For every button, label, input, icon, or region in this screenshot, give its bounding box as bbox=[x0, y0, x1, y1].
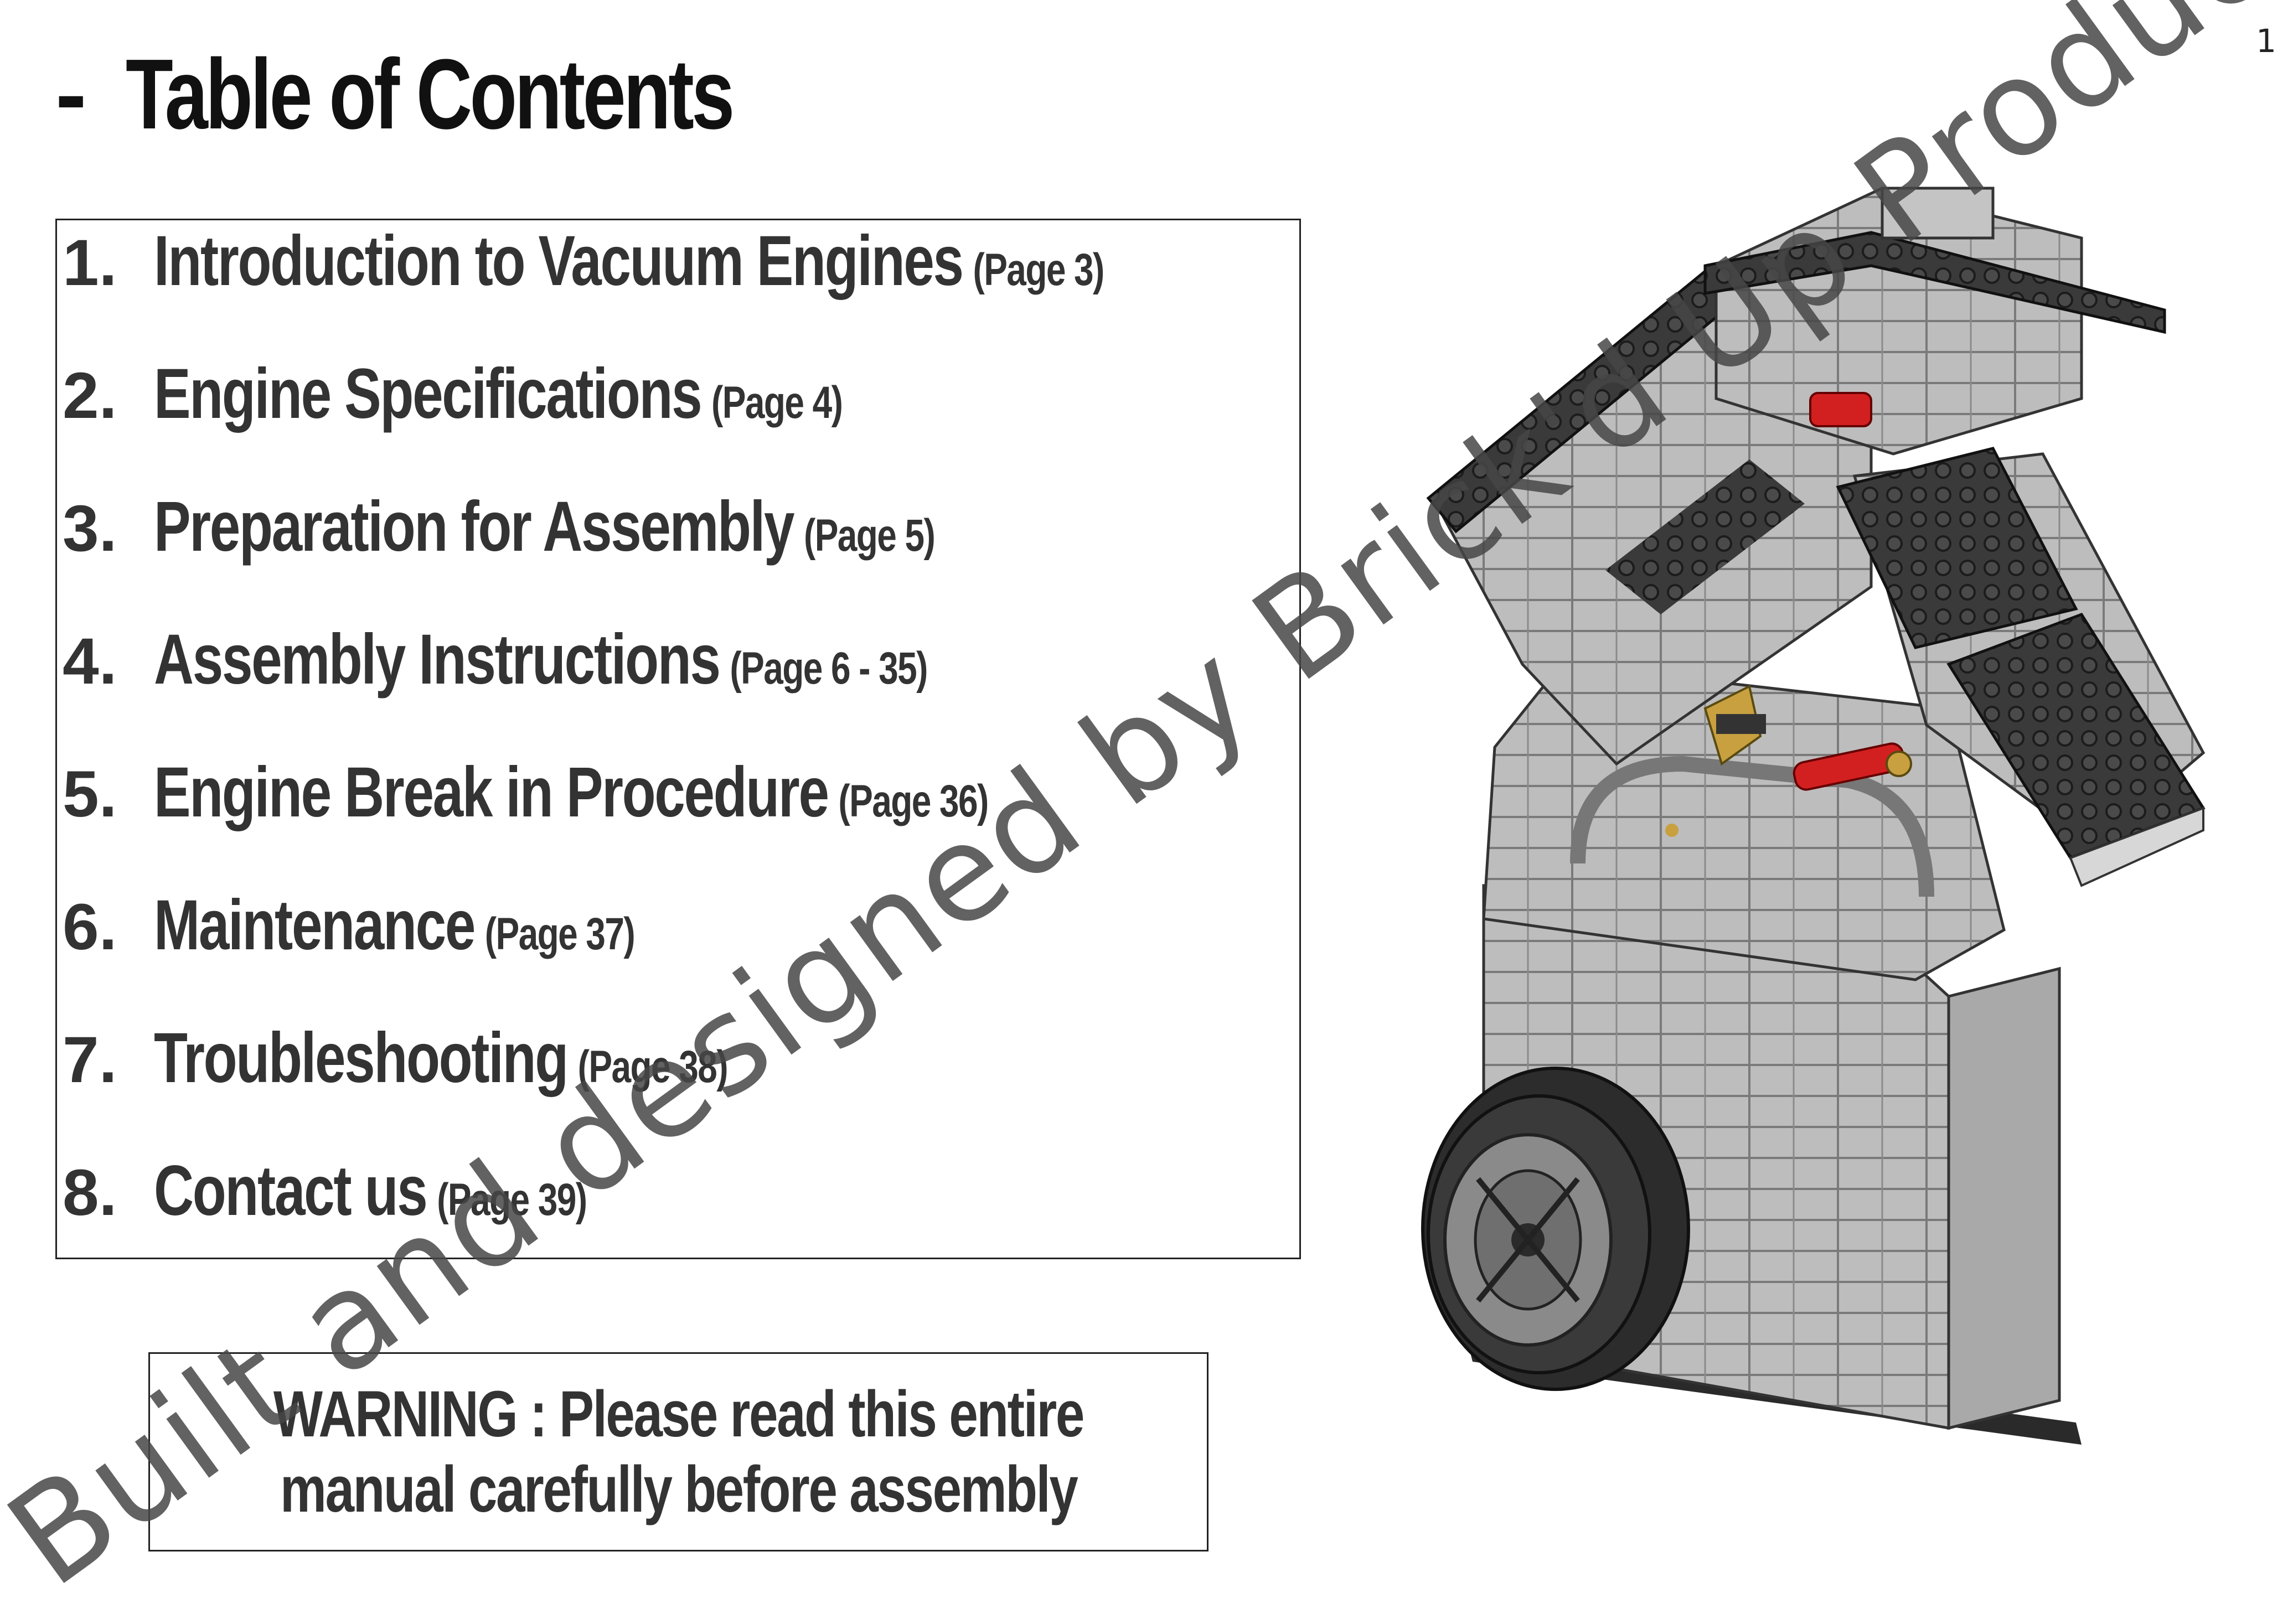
toc-item[interactable]: 6. Maintenance(Page 37) bbox=[63, 885, 1502, 995]
toc-item-page: (Page 4) bbox=[711, 377, 843, 428]
toc-item[interactable]: 2. Engine Specifications(Page 4) bbox=[63, 353, 1502, 464]
toc-item-number: 5. bbox=[63, 758, 117, 831]
toc-item-number: 2. bbox=[63, 359, 117, 432]
page-heading: - Table of Contents bbox=[55, 33, 903, 155]
toc-item-number: 4. bbox=[63, 625, 117, 698]
toc-item-number: 7. bbox=[63, 1023, 117, 1097]
warning-line-2: manual carefully before assembly bbox=[280, 1453, 1078, 1526]
toc-item-title: Engine Break in Procedure bbox=[154, 753, 829, 832]
toc-item-number: 6. bbox=[63, 891, 117, 964]
toc-item-title: Maintenance bbox=[154, 886, 476, 965]
toc-item-title: Engine Specifications bbox=[154, 354, 703, 433]
toc-item-page: (Page 3) bbox=[973, 245, 1104, 295]
toc-item-number: 3. bbox=[63, 492, 117, 565]
toc-item-page: (Page 37) bbox=[484, 909, 636, 959]
engine-illustration bbox=[1421, 187, 2206, 1445]
warning-box: WARNING : Please read this entire manual… bbox=[148, 1352, 1209, 1551]
warning-line-1: WARNING : Please read this entire bbox=[273, 1378, 1084, 1451]
page-title: Table of Contents bbox=[125, 38, 735, 150]
engine-block-side bbox=[1947, 966, 2061, 1430]
toc-item[interactable]: 4. Assembly Instructions(Page 6 - 35) bbox=[63, 619, 1502, 730]
toc-item-title: Introduction to Vacuum Engines bbox=[154, 221, 964, 301]
toc-item-page: (Page 6 - 35) bbox=[730, 643, 928, 694]
toc-item[interactable]: 5. Engine Break in Procedure(Page 36) bbox=[63, 752, 1502, 862]
toc-item-title: Assembly Instructions bbox=[154, 620, 721, 699]
toc-item-title: Troubleshooting bbox=[154, 1018, 569, 1098]
toc-item-page: (Page 36) bbox=[838, 776, 989, 826]
toc-item[interactable]: 1. Introduction to Vacuum Engines(Page 3… bbox=[63, 220, 1502, 331]
page-number: 1 bbox=[2256, 22, 2276, 60]
toc-item-number: 1. bbox=[63, 226, 117, 299]
heading-dash: - bbox=[55, 42, 87, 147]
red-connector-top bbox=[1809, 392, 1872, 427]
toc-item-title: Contact us bbox=[154, 1151, 428, 1230]
toc-item-page: (Page 5) bbox=[803, 510, 936, 561]
toc-item-page: (Page 38) bbox=[577, 1042, 729, 1092]
toc-item-number: 8. bbox=[63, 1156, 117, 1229]
right-cylinder-plate bbox=[1836, 447, 2078, 649]
toc-item[interactable]: 3. Preparation for Assembly(Page 5) bbox=[63, 486, 1502, 597]
top-cylinder-plate bbox=[1703, 231, 2166, 334]
toc-item-title: Preparation for Assembly bbox=[154, 487, 795, 566]
toc-item[interactable]: 8. Contact us(Page 39) bbox=[63, 1150, 1502, 1261]
toc-item[interactable]: 7. Troubleshooting(Page 38) bbox=[63, 1017, 1502, 1128]
table-of-contents: 1. Introduction to Vacuum Engines(Page 3… bbox=[55, 219, 1301, 1259]
toc-item-page: (Page 39) bbox=[437, 1175, 587, 1225]
